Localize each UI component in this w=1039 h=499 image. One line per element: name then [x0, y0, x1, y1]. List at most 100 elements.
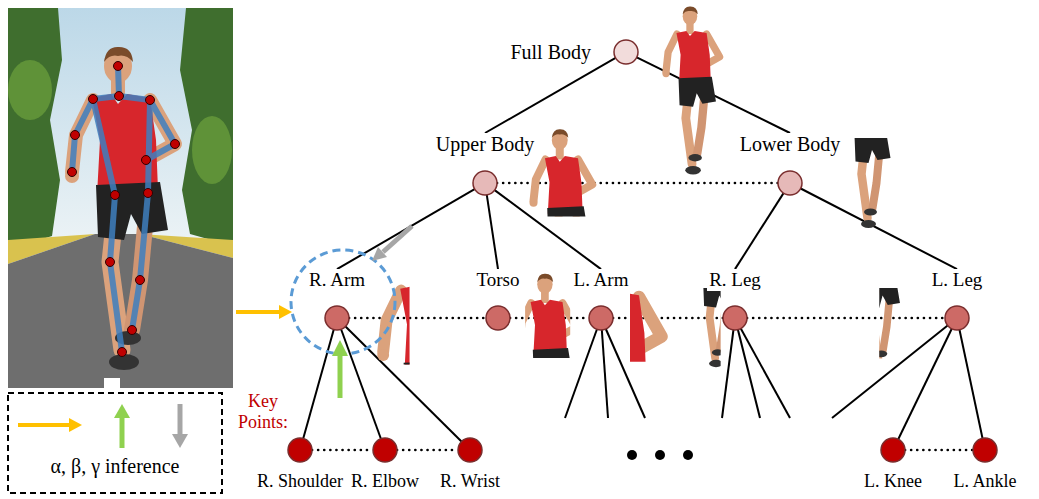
part-thumbnail — [701, 288, 720, 367]
node-circle-shape — [473, 171, 497, 195]
keypoint-dot — [146, 96, 155, 105]
part-thumbnail — [847, 138, 895, 228]
legend-entry: α, β, γ inference — [10, 455, 220, 478]
pose-skeleton — [110, 195, 122, 352]
node-circle — [324, 305, 350, 331]
part-thumbnail — [662, 6, 719, 174]
ellipsis-dots — [627, 450, 693, 460]
node-label: L. Arm — [572, 269, 631, 291]
tree-node: Lower Body — [738, 133, 843, 196]
pose-skeleton — [93, 99, 115, 195]
inference-arrow — [236, 310, 280, 314]
legend-box — [172, 434, 188, 448]
node-circle-shape — [486, 306, 510, 330]
part-thumbnail — [662, 6, 719, 174]
node-circle — [472, 170, 498, 196]
node-circle-shape — [589, 306, 613, 330]
photo-trees — [180, 8, 233, 246]
node-label: R. Wrist — [438, 471, 502, 492]
legend-box — [178, 404, 183, 436]
node-circle — [457, 437, 483, 463]
keypoint-dot — [68, 62, 180, 357]
inference-arrow — [338, 354, 343, 398]
node-circle-shape — [288, 438, 312, 462]
photo-trees — [192, 116, 232, 184]
part-thumbnail — [879, 288, 900, 359]
node-circle-shape — [614, 40, 638, 64]
hidden-branch — [565, 318, 601, 418]
part-thumbnail — [563, 249, 662, 499]
keypoint-dot — [118, 348, 127, 357]
tree-node: R. Leg — [707, 269, 763, 331]
sibling-link — [349, 317, 486, 320]
keypoint-dot — [128, 326, 137, 335]
tree-node: L. Ankle — [952, 437, 1019, 492]
node-label: Torso — [475, 269, 522, 291]
node-circle — [944, 305, 970, 331]
sibling-link — [312, 449, 373, 452]
keypoint-dot — [142, 156, 151, 165]
node-circle-shape — [458, 438, 482, 462]
part-thumbnail — [530, 129, 593, 216]
node-circle-shape — [373, 438, 397, 462]
tree-node: R. Wrist — [438, 437, 502, 492]
photo-trees — [8, 8, 62, 250]
ellipsis-dots — [627, 450, 637, 460]
node-label: Lower Body — [738, 133, 843, 156]
tree-node: Upper Body — [434, 133, 536, 196]
node-circle — [372, 437, 398, 463]
node-circle — [972, 437, 998, 463]
inference-arrow — [236, 226, 412, 398]
inference-arrow — [383, 226, 412, 252]
node-circle-shape — [325, 306, 349, 330]
part-thumbnail — [525, 274, 570, 358]
tree-node: R. Elbow — [349, 437, 421, 492]
hidden-branch — [735, 318, 790, 418]
pose-skeleton — [148, 100, 150, 193]
node-label: R. Elbow — [349, 471, 421, 492]
hidden-branch — [722, 318, 735, 418]
node-circle-shape — [881, 438, 905, 462]
photo-trees — [8, 60, 52, 120]
keypoint-dot — [89, 95, 98, 104]
part-thumbnail — [630, 288, 661, 362]
keypoint-dot — [136, 276, 145, 285]
node-circle — [722, 305, 748, 331]
node-label: R. Shoulder — [255, 471, 345, 492]
node-circle — [880, 437, 906, 463]
node-circle-shape — [973, 438, 997, 462]
inference-arrow — [279, 305, 292, 319]
ellipsis-dots — [655, 450, 665, 460]
sibling-link — [397, 449, 458, 452]
part-thumbnail — [852, 217, 904, 369]
part-thumbnail — [839, 66, 894, 228]
tree-edge — [485, 58, 616, 133]
node-label: Full Body — [508, 41, 593, 64]
legend-box — [120, 416, 125, 448]
photo-sky — [8, 8, 233, 388]
node-label: L. Knee — [862, 471, 924, 492]
tree-edge — [959, 330, 982, 439]
part-thumbnail — [689, 219, 740, 368]
tree-edge — [303, 330, 334, 439]
keypoint-dot — [111, 191, 120, 200]
inference-arrow — [372, 247, 387, 261]
tree-node: L. Leg — [930, 269, 985, 331]
tree-edge — [346, 326, 462, 441]
node-circle-shape — [778, 171, 802, 195]
part-thumbnail — [377, 6, 903, 499]
road-marking — [104, 378, 120, 388]
part-thumbnail — [516, 274, 577, 452]
pose-skeleton — [132, 193, 148, 330]
edge-group — [303, 57, 982, 450]
tree-edge — [337, 189, 475, 269]
ellipsis-dots — [683, 450, 693, 460]
hidden-branch — [735, 318, 760, 418]
node-circle-shape — [723, 306, 747, 330]
tree-node: Torso — [475, 269, 522, 331]
tree-edge — [341, 329, 381, 438]
keypoint-dot — [68, 168, 77, 177]
keypoint-dot — [171, 140, 180, 149]
